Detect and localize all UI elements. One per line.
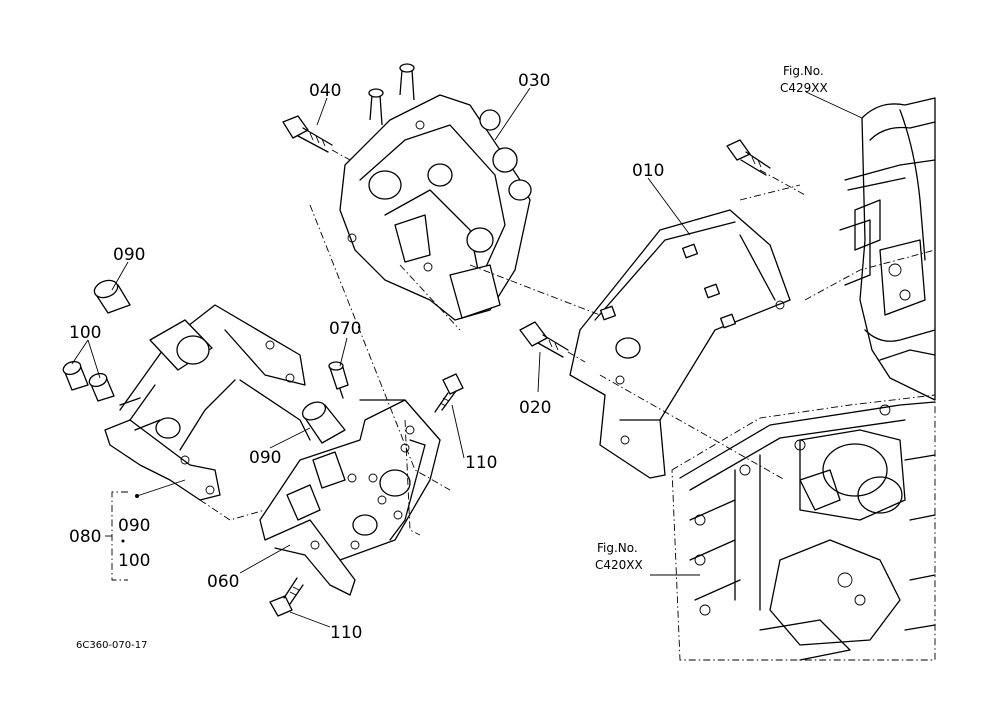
mounting-bracket-010 [569, 169, 806, 479]
fig-ref-label-bottom: Fig.No. [597, 541, 638, 555]
label-100-top: 100 [69, 323, 101, 343]
control-valve-030 [339, 63, 532, 321]
drawing-code: 6C360-070-17 [76, 640, 147, 651]
figure-references: Fig.No. C429XX Fig.No. C420XX [595, 64, 828, 572]
hydraulic-cylinder-housing [804, 97, 936, 401]
label-020: 020 [519, 398, 551, 418]
bolt-110-right [434, 373, 464, 413]
label-090-kit: 090 [118, 516, 150, 536]
bushing-090-mid [301, 401, 346, 444]
leader-lines [71, 87, 863, 628]
bushing-090-top [93, 279, 131, 314]
part-labels: 040 030 010 020 090 100 070 090 110 080 … [69, 71, 664, 643]
bushing-100-b [88, 372, 115, 402]
kit-bracket-080 [105, 479, 186, 581]
label-090-mid: 090 [249, 448, 281, 468]
bolt-040 [282, 115, 351, 161]
bolt-upper-right [726, 139, 771, 176]
alignment-lines [199, 204, 786, 536]
bolt-020 [519, 321, 586, 363]
label-040: 040 [309, 81, 341, 101]
bolt-110-bottom [269, 577, 304, 617]
fig-ref-code-bottom: C420XX [595, 558, 643, 572]
transmission-housing [671, 394, 936, 661]
base-plate-060 [259, 399, 441, 596]
label-100-kit: 100 [118, 551, 150, 571]
label-110-right: 110 [465, 453, 497, 473]
stud-070 [328, 361, 349, 399]
fig-ref-label-top: Fig.No. [783, 64, 824, 78]
label-070: 070 [329, 319, 361, 339]
label-110-bottom: 110 [330, 623, 362, 643]
label-010: 010 [632, 161, 664, 181]
arm-assembly-080 [104, 304, 311, 501]
bushing-100-a [62, 360, 89, 391]
label-060: 060 [207, 572, 239, 592]
fig-ref-code-top: C429XX [780, 81, 828, 95]
label-080: 080 [69, 527, 101, 547]
label-090-top: 090 [113, 245, 145, 265]
label-030: 030 [518, 71, 550, 91]
